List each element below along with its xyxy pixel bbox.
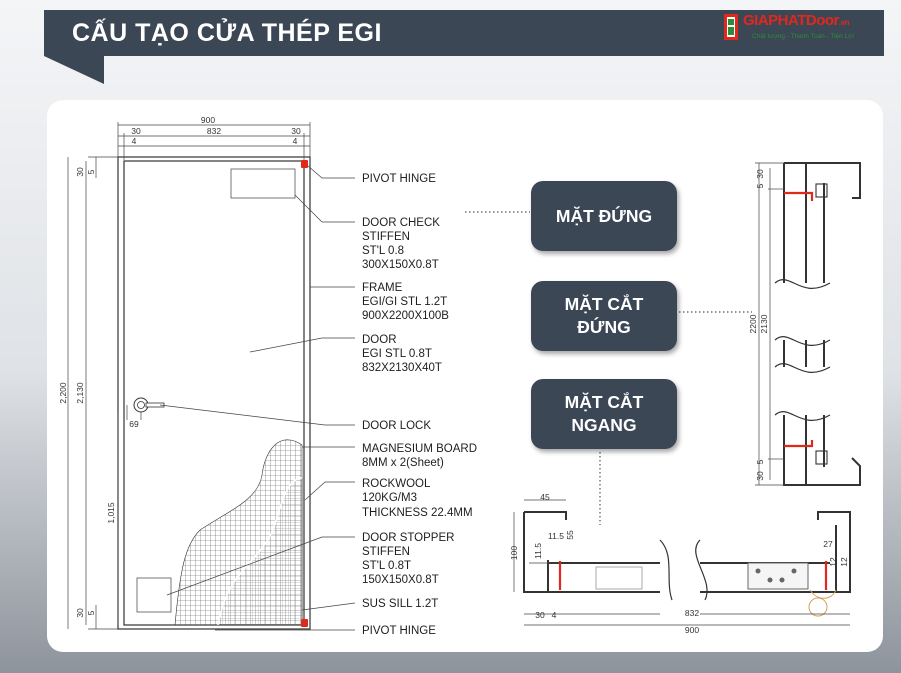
label-frame-size: 900X2200X100B bbox=[362, 310, 449, 322]
dim-r5-top: 5 bbox=[755, 183, 765, 188]
label-pivot-hinge-top: PIVOT HINGE bbox=[362, 173, 436, 185]
label-door-stopper: DOOR STOPPER bbox=[362, 532, 454, 544]
dim-r30-bottom: 30 bbox=[755, 471, 765, 481]
front-dimensions bbox=[67, 122, 311, 630]
dim-r5-bottom: 5 bbox=[755, 459, 765, 464]
label-door-stopper-size: 150X150X0.8T bbox=[362, 574, 439, 586]
dim-30-top: 30 bbox=[75, 167, 85, 177]
vertical-section-label-1: MẶT CẮT bbox=[564, 294, 644, 314]
label-door-material: EGI STL 0.8T bbox=[362, 348, 432, 360]
door-check-stiffen bbox=[230, 168, 296, 199]
dim-s27: 27 bbox=[823, 539, 833, 549]
horizontal-section-button[interactable]: MẶT CẮT NGANG bbox=[531, 379, 677, 449]
page-title: CẤU TẠO CỬA THÉP EGI bbox=[72, 19, 382, 47]
label-sus-sill: SUS SILL 1.2T bbox=[362, 598, 438, 610]
logo-door-icon bbox=[724, 14, 738, 40]
label-magnesium-board: MAGNESIUM BOARD bbox=[362, 443, 477, 455]
label-door-lock: DOOR LOCK bbox=[362, 420, 431, 432]
dim-4-left: 4 bbox=[132, 136, 137, 146]
header-banner bbox=[44, 10, 884, 56]
pivot-hinge-bottom-icon bbox=[301, 619, 308, 627]
logo-slogan: Chất lượng - Thanh Toán - Tiện Lợi bbox=[752, 33, 854, 40]
dim-69: 69 bbox=[129, 419, 139, 429]
horizontal-section bbox=[513, 499, 851, 626]
leader-lines bbox=[159, 165, 356, 631]
dim-30-right: 30 bbox=[291, 126, 301, 136]
label-frame-material: EGI/GI STL 1.2T bbox=[362, 296, 447, 308]
label-frame: FRAME bbox=[362, 282, 403, 294]
dim-r2200: 2200 bbox=[748, 314, 758, 333]
dim-s11-5-outer: 11.5 bbox=[533, 543, 543, 559]
vertical-section bbox=[755, 162, 861, 486]
logo-text: GIAPHATDoor bbox=[743, 12, 839, 29]
dim-4-right: 4 bbox=[293, 136, 298, 146]
dim-s100: 100 bbox=[509, 546, 519, 560]
dim-5-top: 5 bbox=[86, 169, 96, 174]
label-pivot-hinge-bottom: PIVOT HINGE bbox=[362, 625, 436, 637]
front-view-label: MẶT ĐỨNG bbox=[555, 205, 653, 226]
label-magnesium-size: 8MM x 2(Sheet) bbox=[362, 457, 444, 469]
dim-s4: 4 bbox=[552, 610, 557, 620]
horizontal-section-label-1: MẶT CẮT bbox=[564, 392, 644, 412]
label-door-stopper-stiffen: STIFFEN bbox=[362, 546, 410, 558]
dim-2130: 2,130 bbox=[75, 382, 85, 404]
dim-s832: 832 bbox=[685, 608, 699, 618]
front-view-button[interactable]: MẶT ĐỨNG bbox=[531, 181, 677, 251]
label-door: DOOR bbox=[362, 334, 397, 346]
label-door-check-stiffen: STIFFEN bbox=[362, 231, 410, 243]
logo-suffix: .vn bbox=[838, 18, 850, 27]
door-front-elevation bbox=[117, 156, 311, 630]
dim-r30-top: 30 bbox=[755, 169, 765, 179]
vertical-section-label-2: ĐỨNG bbox=[577, 317, 631, 337]
door-stopper-stiffen bbox=[136, 577, 172, 613]
hinge-circle-icon bbox=[808, 597, 828, 617]
dim-s12-b: 12 bbox=[839, 557, 849, 567]
dim-s30: 30 bbox=[535, 610, 545, 620]
dim-s900: 900 bbox=[685, 625, 699, 635]
vertical-section-button[interactable]: MẶT CẮT ĐỨNG bbox=[531, 281, 677, 351]
dim-s55: 55 bbox=[565, 530, 575, 540]
dim-30-bottom: 30 bbox=[75, 608, 85, 618]
label-rockwool-thickness: THICKNESS 22.4MM bbox=[362, 507, 473, 519]
label-rockwool: ROCKWOOL bbox=[362, 478, 431, 490]
dim-5-bottom: 5 bbox=[86, 610, 96, 615]
label-door-stopper-stl: ST'L 0.8T bbox=[362, 560, 411, 572]
dim-1015: 1,015 bbox=[106, 502, 116, 524]
label-door-size: 832X2130X40T bbox=[362, 362, 442, 374]
horizontal-section-label-2: NGANG bbox=[571, 415, 637, 435]
dim-s11-5-inner: 11.5 bbox=[548, 531, 564, 541]
label-rockwool-density: 120KG/M3 bbox=[362, 492, 417, 504]
label-door-check-stl: ST'L 0.8 bbox=[362, 245, 404, 257]
dim-30-left: 30 bbox=[131, 126, 141, 136]
label-door-check-size: 300X150X0.8T bbox=[362, 259, 439, 271]
header-banner-tail bbox=[44, 56, 104, 84]
pivot-hinge-top-icon bbox=[301, 160, 308, 168]
dim-900: 900 bbox=[201, 115, 215, 125]
dim-s12-a: 12 bbox=[828, 557, 838, 567]
label-door-check: DOOR CHECK bbox=[362, 217, 440, 229]
dim-2200: 2,200 bbox=[58, 382, 68, 404]
logo[interactable]: GIAPHATDoor.vn bbox=[743, 12, 849, 29]
dim-832: 832 bbox=[207, 126, 221, 136]
dim-r2130: 2130 bbox=[759, 314, 769, 333]
dim-s45: 45 bbox=[540, 492, 550, 502]
